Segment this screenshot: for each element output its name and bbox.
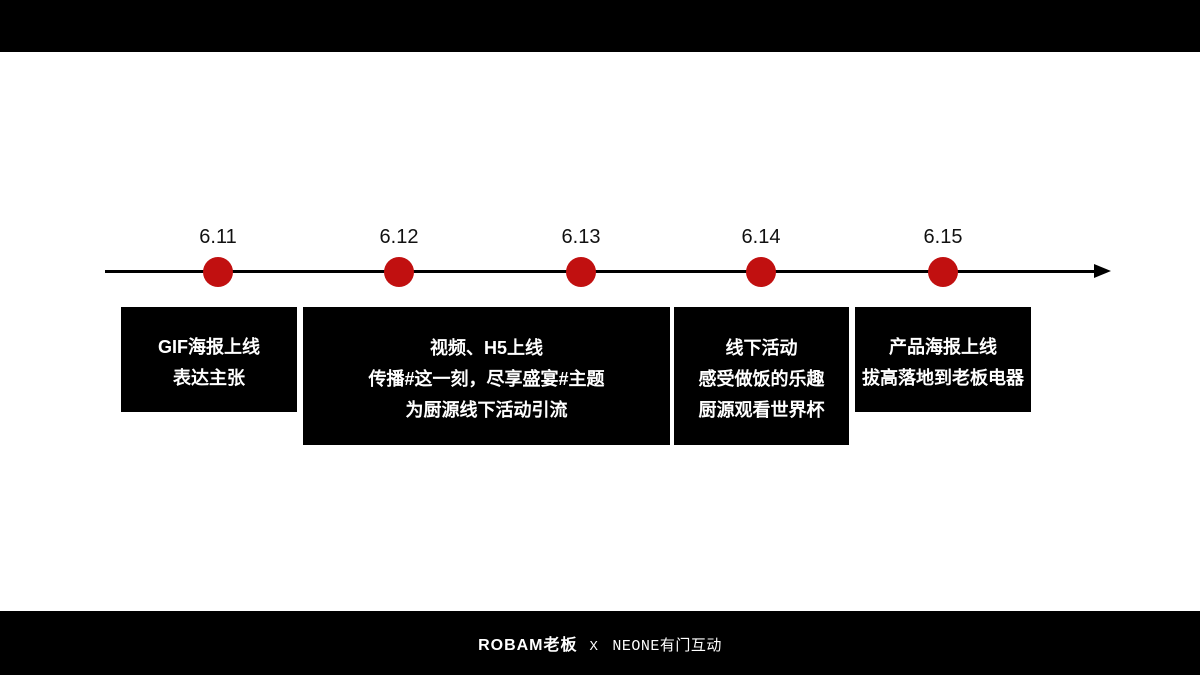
timeline-date-3: 6.13 (561, 226, 601, 248)
milestone-box-4-line-2: 拔高落地到老板电器 (862, 367, 1024, 388)
timeline-dot-3 (566, 257, 596, 287)
top-letterbox-bar (0, 0, 1200, 52)
milestone-box-3: 线下活动 感受做饭的乐趣 厨源观看世界杯 (674, 307, 849, 445)
milestone-box-1-line-1: GIF海报上线 (158, 336, 260, 357)
milestone-box-4: 产品海报上线 拔高落地到老板电器 (855, 307, 1031, 412)
timeline-dot-1 (203, 257, 233, 287)
timeline-date-1: 6.11 (199, 226, 237, 248)
footer-brand-neone: NEONE有门互动 (612, 638, 722, 655)
milestone-box-4-line-1: 产品海报上线 (889, 336, 997, 357)
milestone-box-3-line-2: 感受做饭的乐趣 (698, 368, 825, 389)
milestone-box-1-line-2: 表达主张 (173, 367, 245, 388)
timeline-date-5: 6.15 (923, 226, 963, 248)
milestone-box-1: GIF海报上线 表达主张 (121, 307, 297, 412)
timeline-axis-line (105, 270, 1098, 273)
milestone-box-2-line-3: 为厨源线下活动引流 (405, 399, 568, 420)
timeline-date-2: 6.12 (379, 226, 419, 248)
milestone-box-2-line-1: 视频、H5上线 (429, 337, 543, 358)
bottom-letterbox-bar: ROBAM老板 X NEONE有门互动 (0, 611, 1200, 675)
timeline-date-4: 6.14 (741, 226, 781, 248)
milestone-box-2: 视频、H5上线 传播#这一刻，尽享盛宴#主题 为厨源线下活动引流 (303, 307, 670, 445)
footer-brand-separator: X (589, 639, 599, 655)
milestone-box-3-line-3: 厨源观看世界杯 (698, 399, 825, 420)
timeline-arrowhead-icon (1094, 264, 1111, 278)
footer-brand-robam: ROBAM老板 (478, 637, 578, 654)
timeline-dot-2 (384, 257, 414, 287)
milestone-box-3-line-1: 线下活动 (725, 337, 798, 358)
timeline-dot-4 (746, 257, 776, 287)
footer-brand: ROBAM老板 X NEONE有门互动 (478, 631, 722, 655)
milestone-box-2-line-2: 传播#这一刻，尽享盛宴#主题 (368, 368, 605, 389)
timeline-dot-5 (928, 257, 958, 287)
